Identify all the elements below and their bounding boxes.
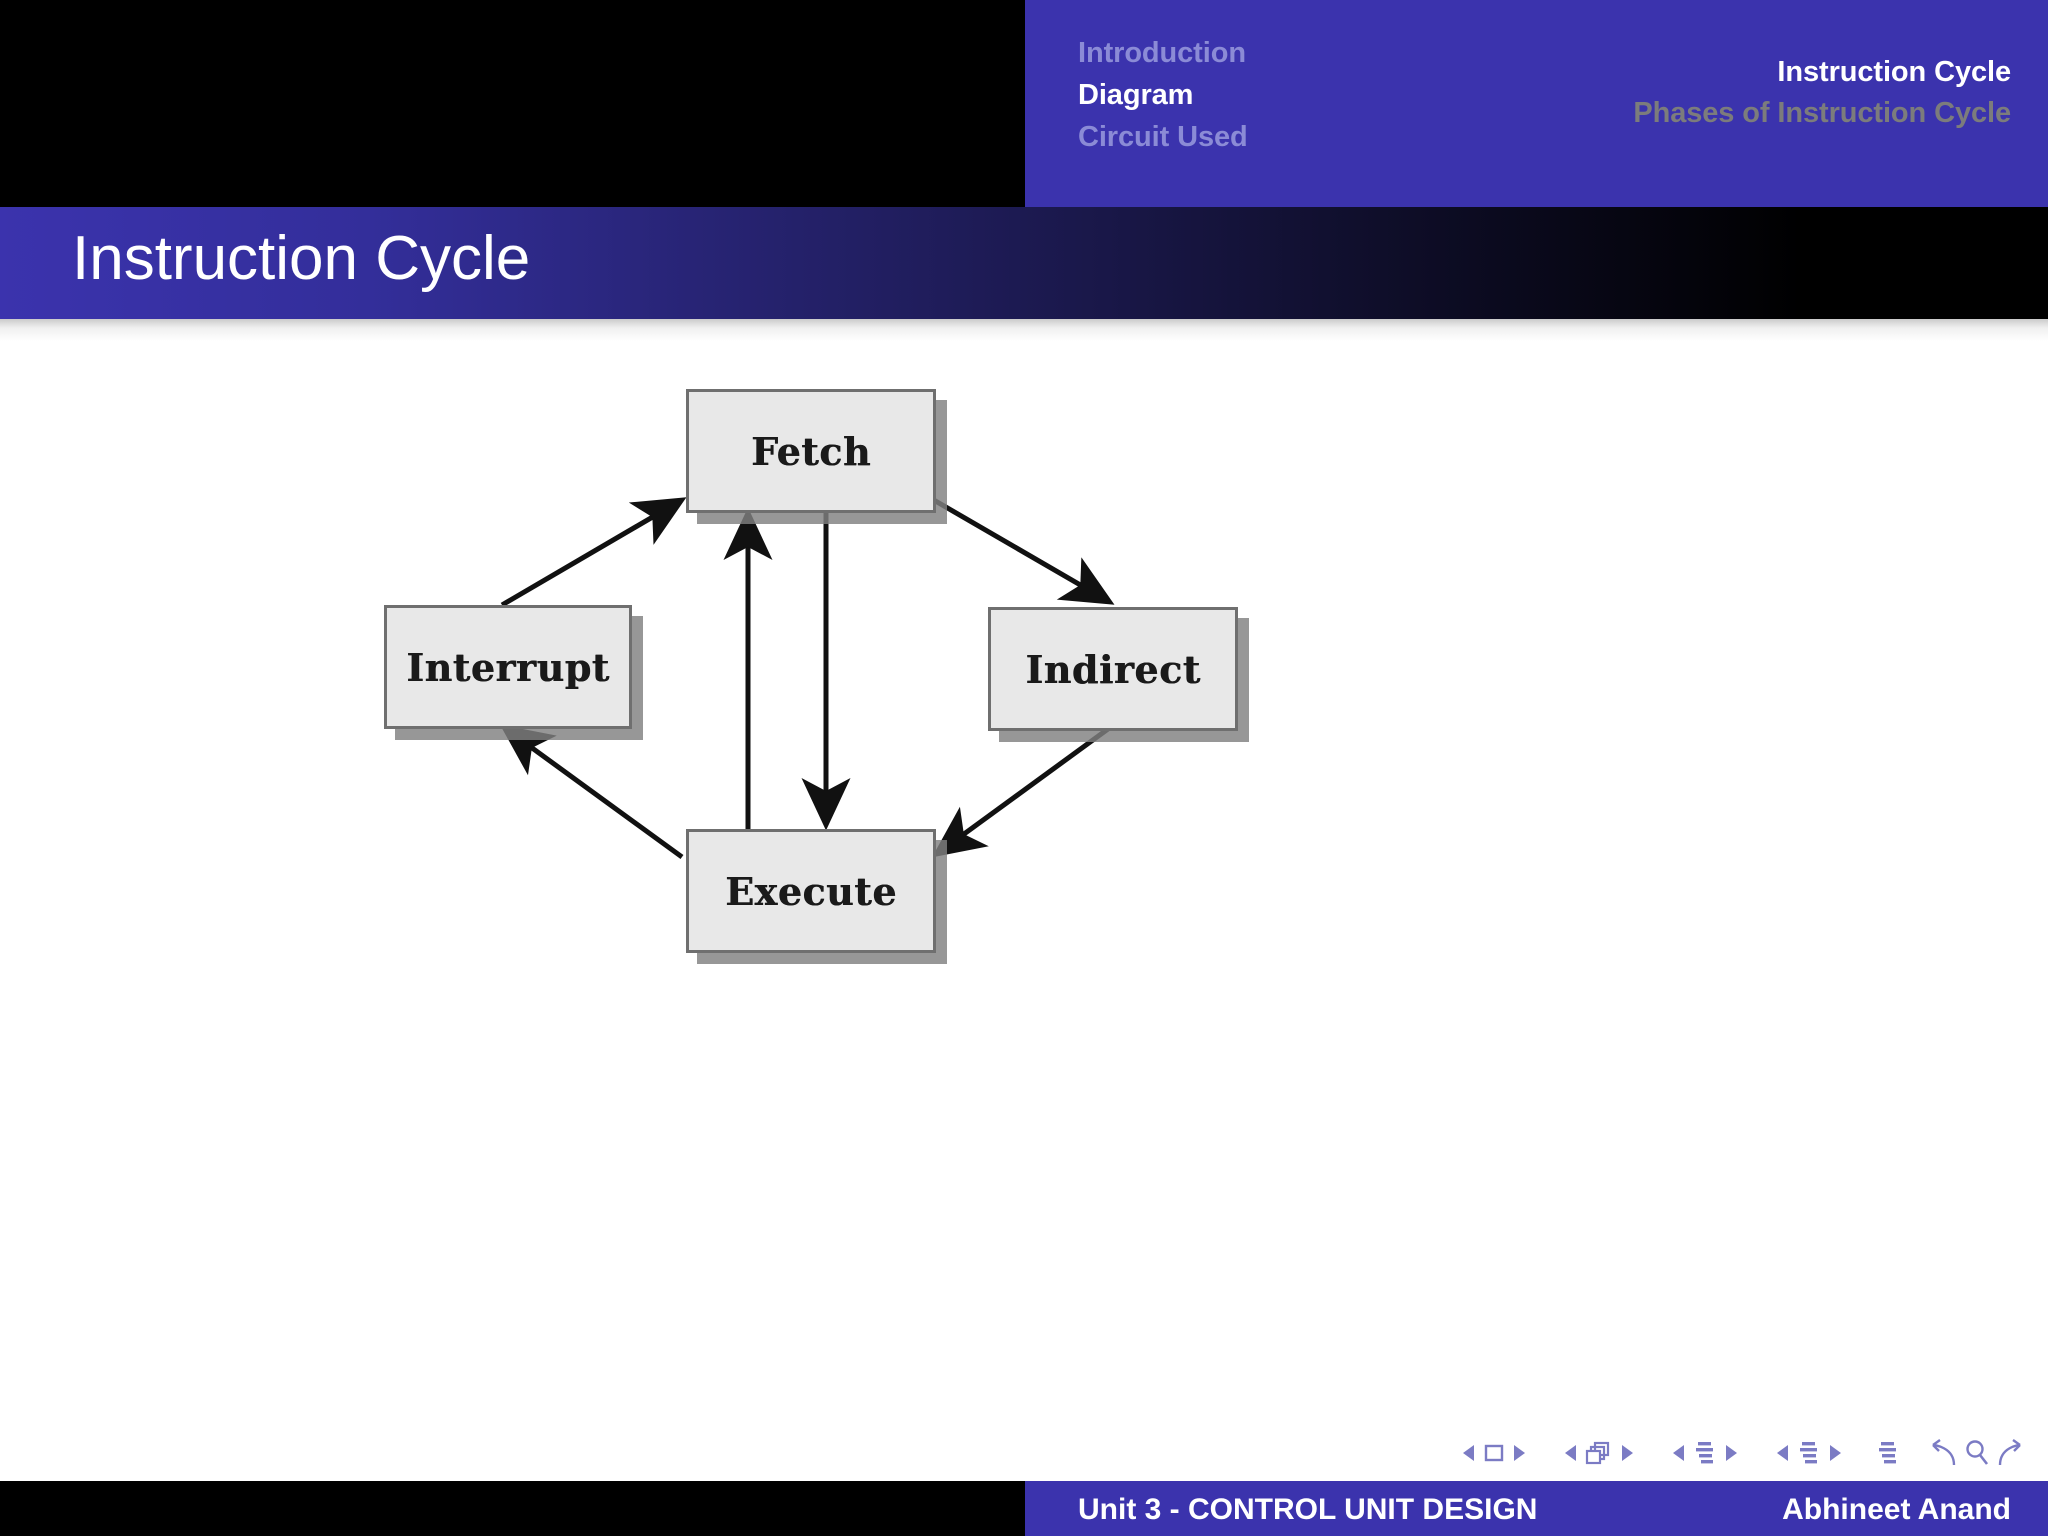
- nav-group-subsection: [1666, 1438, 1744, 1468]
- section-nav-item-phases-of-instruction-cycle[interactable]: Phases of Instruction Cycle: [1633, 97, 2011, 130]
- subsection-nav-item-circuit-used[interactable]: Circuit Used: [1078, 120, 1248, 153]
- prev-slide-arrow-icon[interactable]: [1463, 1445, 1474, 1461]
- frame-title-band: Instruction Cycle: [0, 207, 2048, 319]
- instruction-cycle-state-diagram: Fetch Indirect Interrupt Execute: [384, 351, 1640, 1151]
- diagram-node-execute[interactable]: Execute: [686, 829, 936, 953]
- diagram-node-interrupt[interactable]: Interrupt: [384, 605, 632, 729]
- section-nav-item-instruction-cycle[interactable]: Instruction Cycle: [1777, 56, 2011, 88]
- search-icon[interactable]: [1962, 1437, 1992, 1469]
- section-nav-list: Instruction Cycle Phases of Instruction …: [1633, 52, 2011, 134]
- diagram-node-execute-label: Execute: [725, 868, 897, 914]
- subsection-icon[interactable]: [1691, 1438, 1719, 1468]
- document-icon[interactable]: [1874, 1438, 1902, 1468]
- forward-icon[interactable]: [1992, 1437, 2026, 1469]
- next-frame-arrow-icon[interactable]: [1622, 1445, 1633, 1461]
- next-section-arrow-icon[interactable]: [1830, 1445, 1841, 1461]
- nav-group-slide: [1456, 1440, 1532, 1466]
- page-title: Instruction Cycle: [72, 224, 531, 293]
- subsection-nav-item-introduction[interactable]: Introduction: [1078, 37, 1246, 69]
- diagram-node-fetch[interactable]: Fetch: [686, 389, 936, 513]
- title-band-shadow: [0, 319, 2048, 341]
- nav-group-section: [1770, 1438, 1848, 1468]
- next-subsection-arrow-icon[interactable]: [1726, 1445, 1737, 1461]
- header-navigation-bar: Instruction Cycle Phases of Instruction …: [0, 0, 2048, 207]
- subsection-nav-item-diagram[interactable]: Diagram: [1078, 78, 1194, 111]
- header-section-pane: [0, 0, 1025, 207]
- arrow-execute-to-interrupt: [499, 724, 684, 860]
- diagram-node-indirect-label: Indirect: [1025, 646, 1201, 692]
- arrow-indirect-to-execute: [931, 726, 1110, 858]
- frames-icon[interactable]: [1583, 1439, 1615, 1467]
- diagram-node-indirect[interactable]: Indirect: [988, 607, 1238, 731]
- section-icon[interactable]: [1795, 1438, 1823, 1468]
- next-slide-arrow-icon[interactable]: [1514, 1445, 1525, 1461]
- back-icon[interactable]: [1928, 1437, 1962, 1469]
- nav-group-frame: [1558, 1439, 1640, 1467]
- footer-subject-label: Unit 3 - CONTROL UNIT DESIGN: [1078, 1493, 1538, 1526]
- footer-author-label: Abhineet Anand: [1782, 1493, 2011, 1526]
- arrow-fetch-to-indirect: [930, 496, 1115, 605]
- diagram-node-fetch-label: Fetch: [751, 428, 871, 474]
- footer-bar: Abhineet Anand Unit 3 - CONTROL UNIT DES…: [0, 1481, 2048, 1536]
- slide-icon[interactable]: [1481, 1440, 1507, 1466]
- slide-content-area: Fetch Indirect Interrupt Execute: [0, 341, 2048, 1445]
- beamer-navigation-symbols: [1456, 1425, 2026, 1481]
- prev-section-arrow-icon[interactable]: [1777, 1445, 1788, 1461]
- subsection-nav-list: Introduction Diagram Circuit Used: [1078, 33, 1248, 158]
- prev-subsection-arrow-icon[interactable]: [1673, 1445, 1684, 1461]
- arrow-interrupt-to-fetch: [500, 497, 687, 608]
- prev-frame-arrow-icon[interactable]: [1565, 1445, 1576, 1461]
- diagram-arrows-layer: [499, 496, 1115, 860]
- header-subsection-pane: [1025, 0, 2048, 207]
- footer-author-pane: [0, 1481, 1025, 1536]
- footer-subject-pane: [1025, 1481, 2048, 1536]
- diagram-node-interrupt-label: Interrupt: [406, 644, 610, 690]
